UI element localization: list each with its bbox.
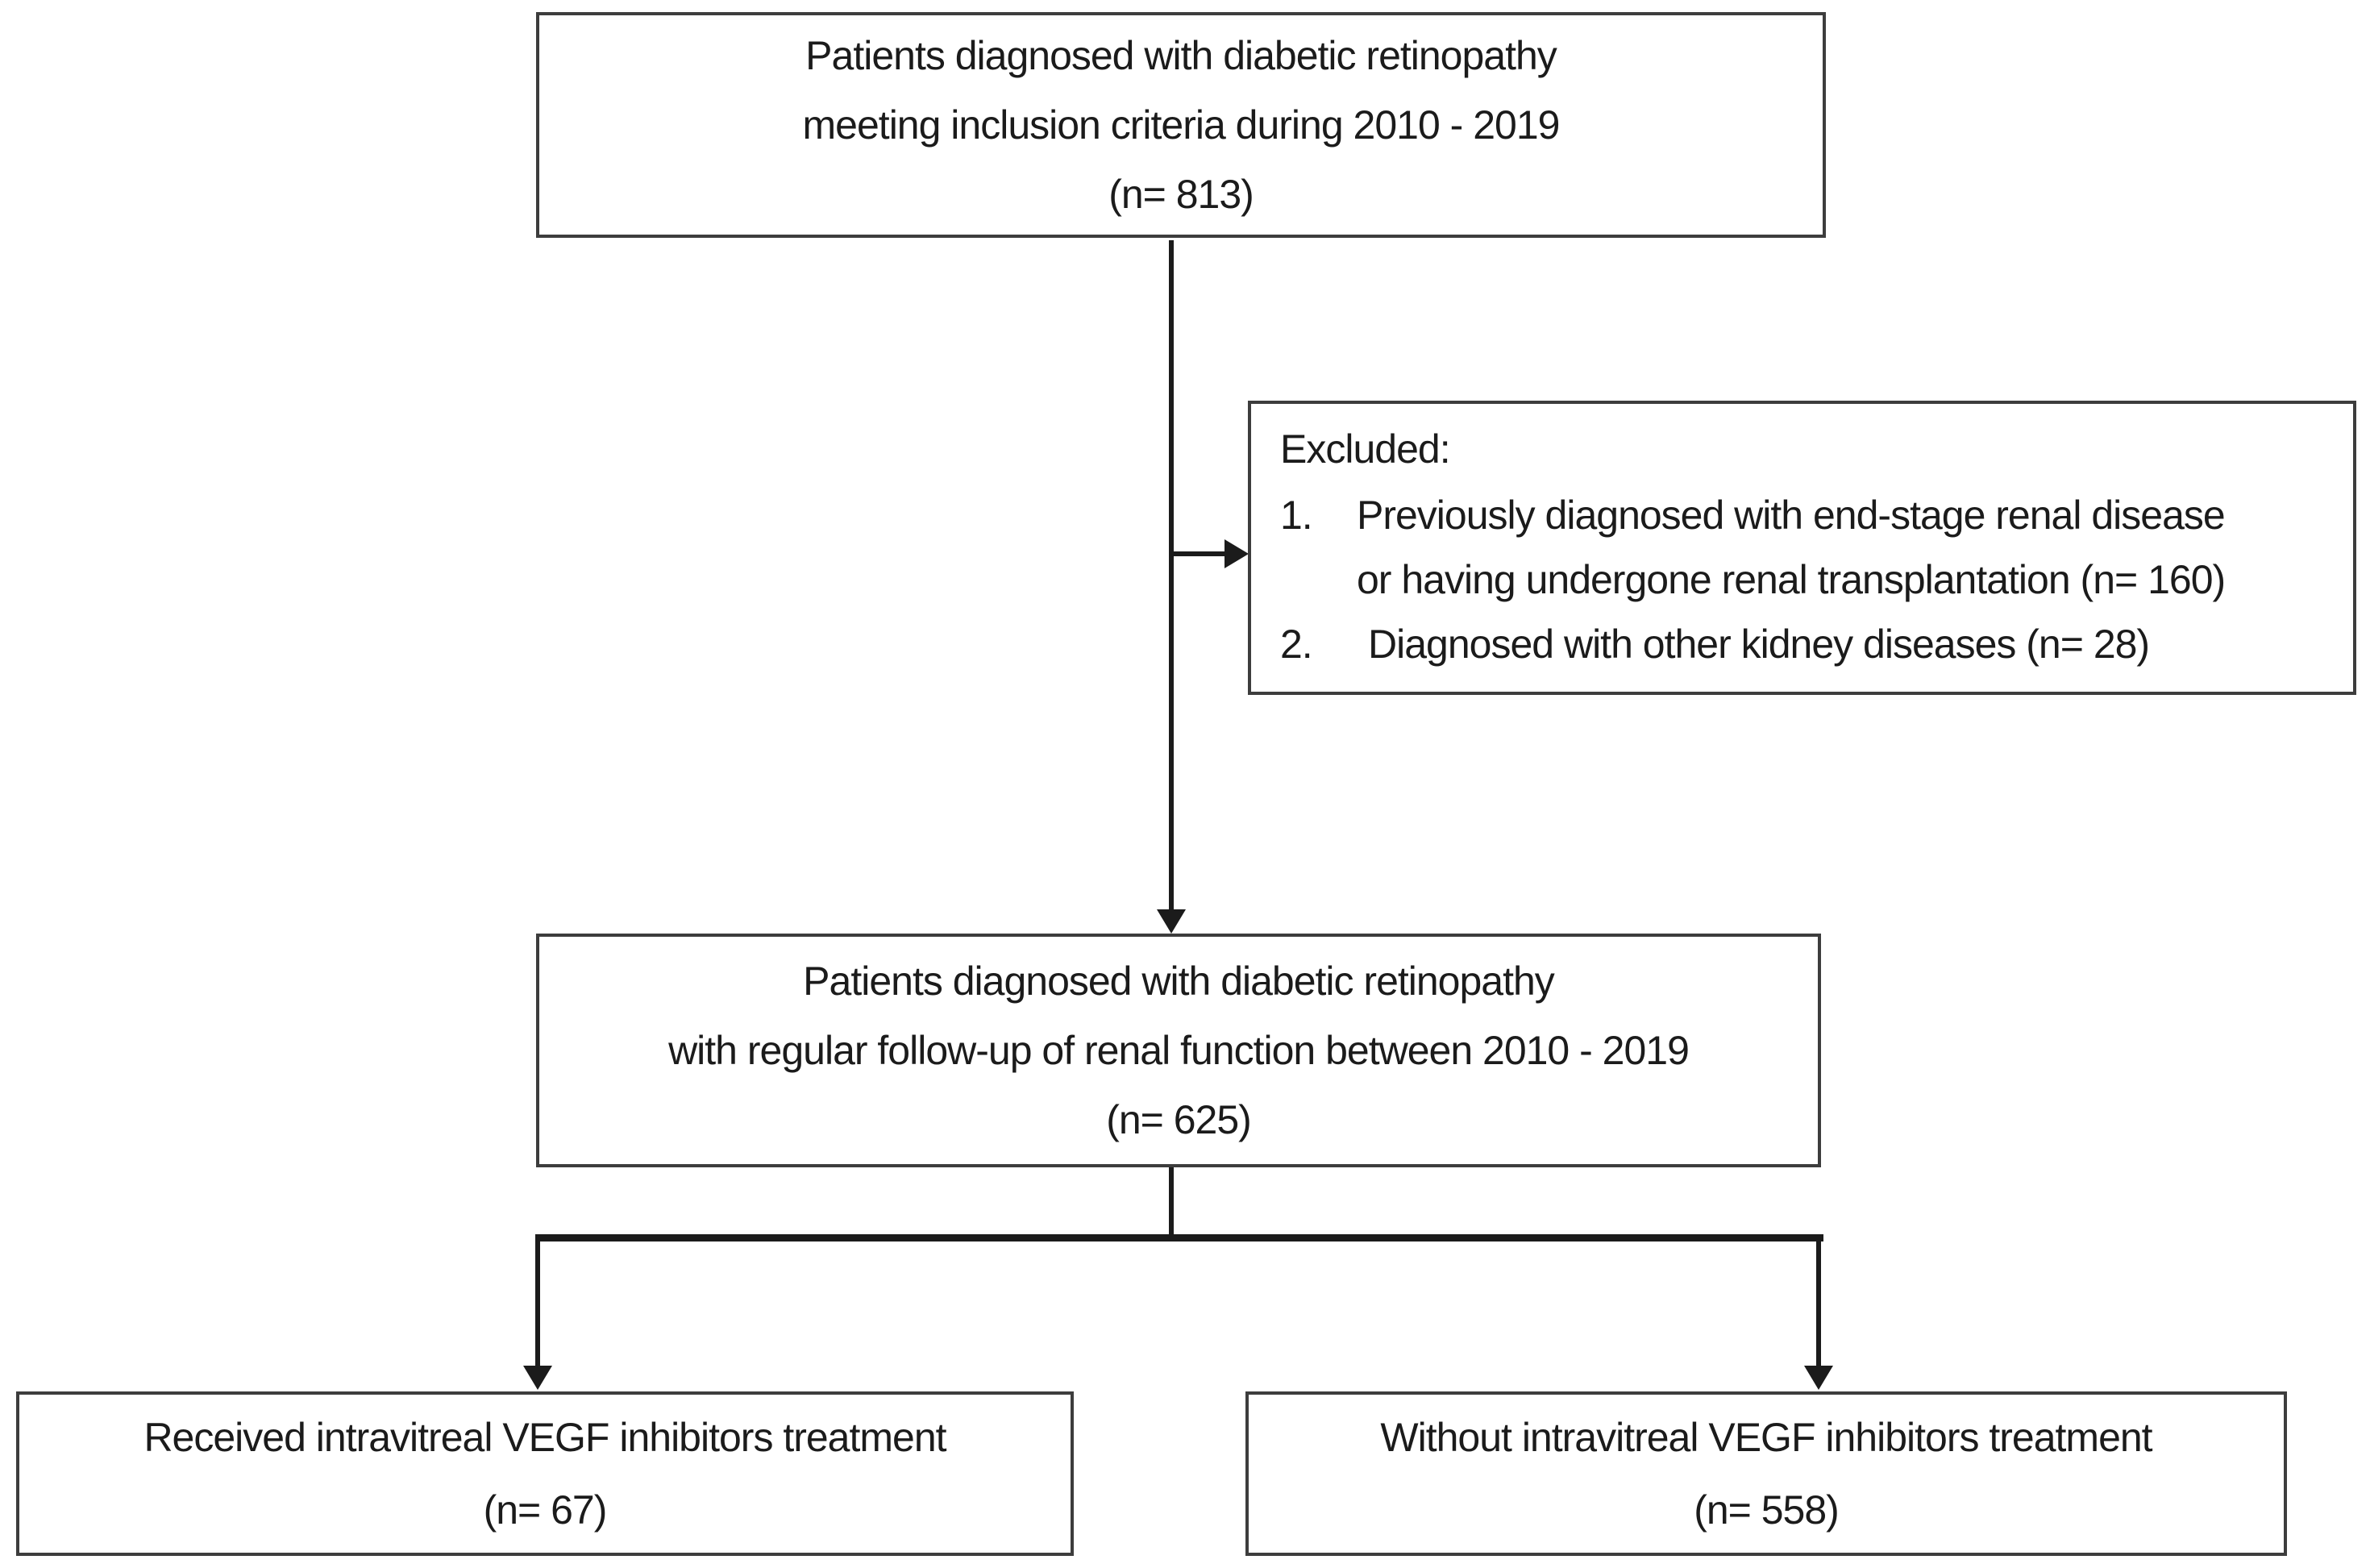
excluded-item-2-row: 2. Diagnosed with other kidney diseases … bbox=[1280, 612, 2343, 676]
node-regular-followup: Patients diagnosed with diabetic retinop… bbox=[536, 934, 1821, 1167]
node-followup-count: (n= 625) bbox=[1106, 1097, 1252, 1142]
node-received-vegf-line-1: Received intravitreal VEGF inhibitors tr… bbox=[143, 1415, 946, 1460]
arrowhead-right-into-excluded bbox=[1224, 539, 1249, 568]
node-without-vegf-count: (n= 558) bbox=[1694, 1487, 1840, 1533]
node-inclusion-line-2: meeting inclusion criteria during 2010 -… bbox=[802, 102, 1561, 148]
node-received-vegf: Received intravitreal VEGF inhibitors tr… bbox=[16, 1391, 1074, 1556]
excluded-item-1-line-2: or having undergone renal transplantatio… bbox=[1357, 557, 2226, 602]
arrowhead-down-into-left-box bbox=[523, 1366, 552, 1390]
connector-branch-to-right-box bbox=[1816, 1234, 1821, 1366]
node-received-vegf-count: (n= 67) bbox=[483, 1487, 608, 1533]
node-inclusion-line-1: Patients diagnosed with diabetic retinop… bbox=[805, 33, 1557, 78]
excluded-item-2-line-1: Diagnosed with other kidney diseases (n=… bbox=[1368, 622, 2150, 667]
connector-to-excluded bbox=[1171, 551, 1224, 556]
excluded-item-1-row-2: or having undergone renal transplantatio… bbox=[1280, 547, 2343, 612]
node-followup-line-2: with regular follow-up of renal function… bbox=[668, 1028, 1690, 1073]
node-excluded: Excluded: 1. Previously diagnosed with e… bbox=[1248, 401, 2356, 695]
excluded-item-1-line-1: Previously diagnosed with end-stage rena… bbox=[1357, 493, 2226, 538]
excluded-item-1-number: 1. bbox=[1280, 493, 1313, 538]
excluded-item-1-row-1: 1. Previously diagnosed with end-stage r… bbox=[1280, 483, 2343, 547]
connector-branch-to-left-box bbox=[535, 1234, 540, 1366]
arrowhead-down-into-right-box bbox=[1804, 1366, 1833, 1390]
connector-top-to-middle bbox=[1169, 240, 1174, 909]
node-inclusion-count: (n= 813) bbox=[1108, 172, 1254, 217]
arrowhead-down-into-middle bbox=[1157, 909, 1186, 934]
excluded-title: Excluded: bbox=[1280, 426, 1451, 472]
connector-middle-to-branch bbox=[1169, 1167, 1174, 1237]
branch-horizontal-line bbox=[535, 1234, 1823, 1242]
node-without-vegf-line-1: Without intravitreal VEGF inhibitors tre… bbox=[1380, 1415, 2152, 1460]
excluded-item-2-number: 2. bbox=[1280, 622, 1313, 667]
node-without-vegf: Without intravitreal VEGF inhibitors tre… bbox=[1245, 1391, 2287, 1556]
node-inclusion-criteria: Patients diagnosed with diabetic retinop… bbox=[536, 12, 1826, 238]
node-followup-line-1: Patients diagnosed with diabetic retinop… bbox=[803, 959, 1555, 1004]
excluded-item-1-number-spacer bbox=[1280, 547, 1357, 612]
